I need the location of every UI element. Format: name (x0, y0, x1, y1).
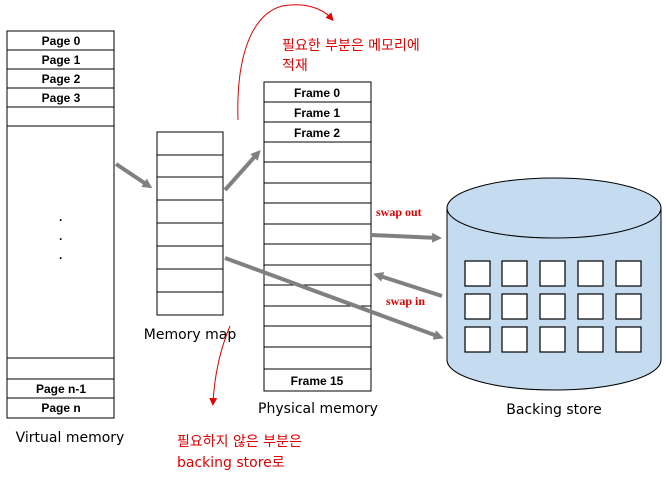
virtual-memory-caption: Virtual memory (16, 430, 125, 446)
backing-store-top (446, 177, 662, 239)
ellipsis-dot: · (59, 251, 63, 265)
swap-out-arrow (371, 232, 442, 243)
frame-0-label: Frame 0 (294, 86, 340, 100)
map-to-physical-arrow (223, 150, 261, 192)
backing-store-blocks (464, 260, 642, 353)
map-to-backing-arrow (224, 256, 444, 340)
page-n-1-label: Page n-1 (36, 382, 86, 396)
virtual-memory: Page 0 Page 1 Page 2 Page 3 · · · Page n… (6, 30, 125, 446)
annotations: 필요한 부분은 메모리에 적재 필요하지 않은 부분은 backing stor… (177, 4, 420, 471)
backing-store-caption: Backing store (506, 402, 602, 418)
frame-2-label: Frame 2 (294, 126, 340, 140)
memory-map: Memory map (144, 131, 237, 343)
evict-annotation-arrow (209, 325, 231, 406)
page-2-label: Page 2 (42, 72, 81, 86)
page-n-label: Page n (41, 401, 80, 415)
evict-annotation-line1: 필요하지 않은 부분은 (177, 434, 302, 450)
frame-15-label: Frame 15 (291, 374, 344, 388)
swap-in-label: swap in (386, 294, 425, 308)
virtual-memory-box (6, 30, 115, 419)
vm-to-map-arrow (114, 162, 153, 189)
physical-memory-box (263, 81, 372, 392)
memory-map-caption: Memory map (144, 327, 237, 343)
page-1-label: Page 1 (42, 53, 81, 67)
physical-memory: Frame 0 Frame 1 Frame 2 Frame 15 Physica… (258, 81, 378, 417)
load-annotation-line2: 적재 (282, 58, 308, 74)
ellipsis-dot: · (59, 213, 63, 227)
ellipsis-dot: · (59, 232, 63, 246)
flow-arrows (114, 150, 444, 340)
load-annotation-line1: 필요한 부분은 메모리에 (282, 38, 420, 54)
frame-1-label: Frame 1 (294, 106, 340, 120)
page-0-label: Page 0 (42, 34, 81, 48)
load-annotation-arrow (237, 4, 334, 121)
backing-store: Backing store (446, 177, 662, 418)
swap-in-arrow (373, 272, 443, 298)
physical-memory-caption: Physical memory (258, 401, 378, 417)
swap-out-label: swap out (376, 205, 422, 219)
page-3-label: Page 3 (42, 91, 81, 105)
evict-annotation-line2: backing store로 (177, 455, 285, 471)
